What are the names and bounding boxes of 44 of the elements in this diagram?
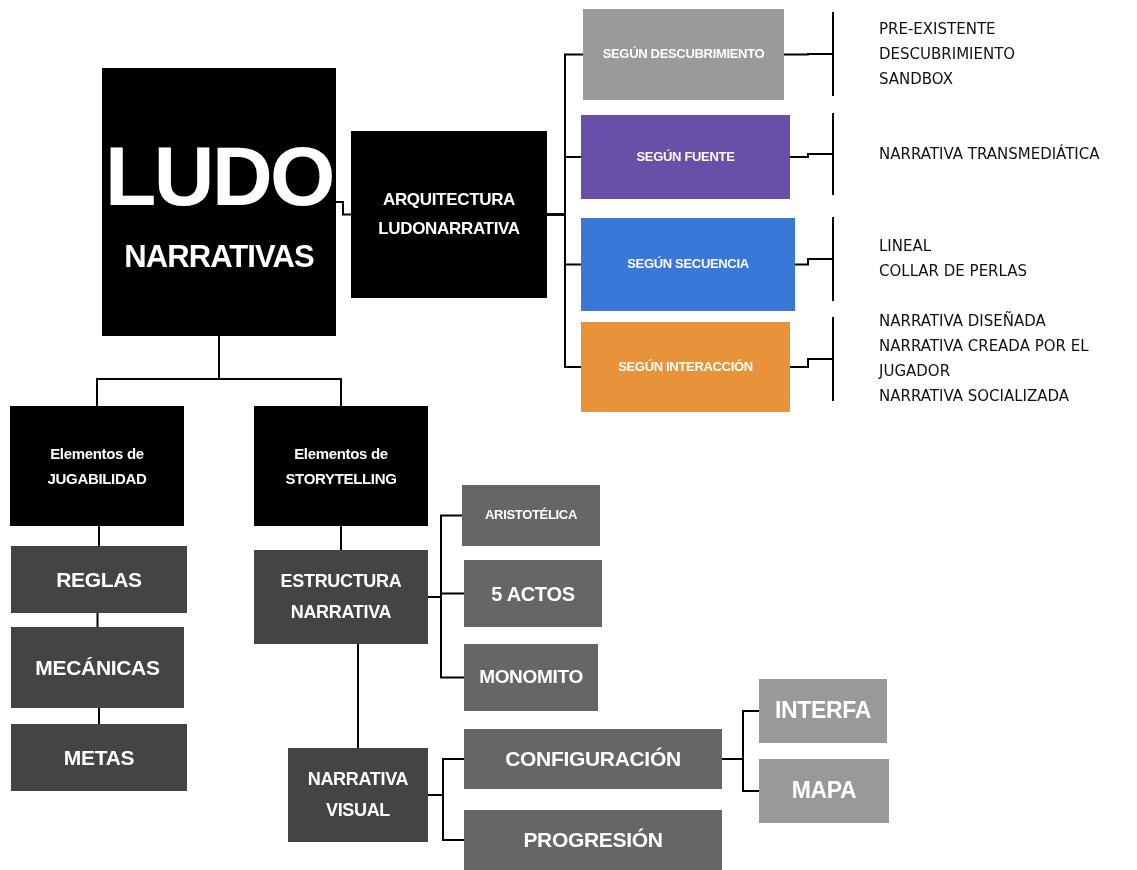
connector-line — [340, 525, 342, 551]
category-box: Elementos de STORYTELLING — [254, 406, 428, 526]
category-box: CONFIGURACIÓN — [464, 729, 722, 789]
list-item: NARRATIVA TRANSMEDIÁTICA — [879, 143, 1101, 165]
list-item: DESCUBRIMIENTO — [879, 43, 1017, 65]
connector-line — [783, 53, 833, 56]
category-box: Elementos de JUGABILIDAD — [10, 406, 184, 526]
connector-line — [427, 794, 465, 841]
category-box: MECÁNICAS — [11, 627, 184, 708]
list-item: NARRATIVA SOCIALIZADA — [879, 386, 1071, 407]
category-box: SEGÚN FUENTE — [581, 115, 790, 199]
category-box: ARQUITECTURA LUDONARRATIVA — [351, 131, 547, 298]
connector-line — [789, 358, 833, 368]
list-item: NARRATIVA CREADA POR EL JUGADOR — [879, 336, 1090, 382]
category-box: SEGÚN SECUENCIA — [581, 218, 795, 311]
category-box: NARRATIVA VISUAL — [288, 748, 428, 842]
category-box: PROGRESIÓN — [464, 810, 722, 870]
connector-line — [98, 707, 100, 725]
list-item: NARRATIVA DISEÑADA — [879, 310, 1047, 332]
connector-line — [98, 525, 100, 547]
category-box: MAPA — [759, 759, 889, 823]
connector-line — [721, 758, 760, 792]
category-box: REGLAS — [11, 546, 187, 613]
list-item: COLLAR DE PERLAS — [879, 261, 1028, 282]
category-box: SEGÚN DESCUBRIMIENTO — [583, 9, 784, 100]
category-box: SEGÚN INTERACCIÓN — [581, 322, 790, 412]
connector-line — [357, 643, 359, 749]
connector-line — [546, 213, 582, 368]
connector-line — [335, 201, 352, 216]
title-box: LUDO NARRATIVAS — [102, 68, 336, 336]
category-box: MONOMITO — [464, 644, 598, 711]
connector-line — [96, 612, 99, 628]
connector-line — [427, 596, 465, 679]
category-box: METAS — [11, 724, 187, 791]
connector-line — [794, 258, 833, 266]
connector-line — [218, 335, 342, 407]
category-box: ESTRUCTURA NARRATIVA — [254, 550, 428, 644]
category-box: 5 ACTOS — [464, 560, 602, 627]
list-item: PRE-EXISTENTE — [879, 18, 997, 40]
category-box: INTERFA — [759, 679, 887, 743]
category-box: ARISTOTÉLICA — [462, 485, 600, 546]
list-item: SANDBOX — [879, 68, 954, 90]
connector-line — [789, 153, 833, 158]
list-item: LINEAL — [879, 236, 933, 257]
